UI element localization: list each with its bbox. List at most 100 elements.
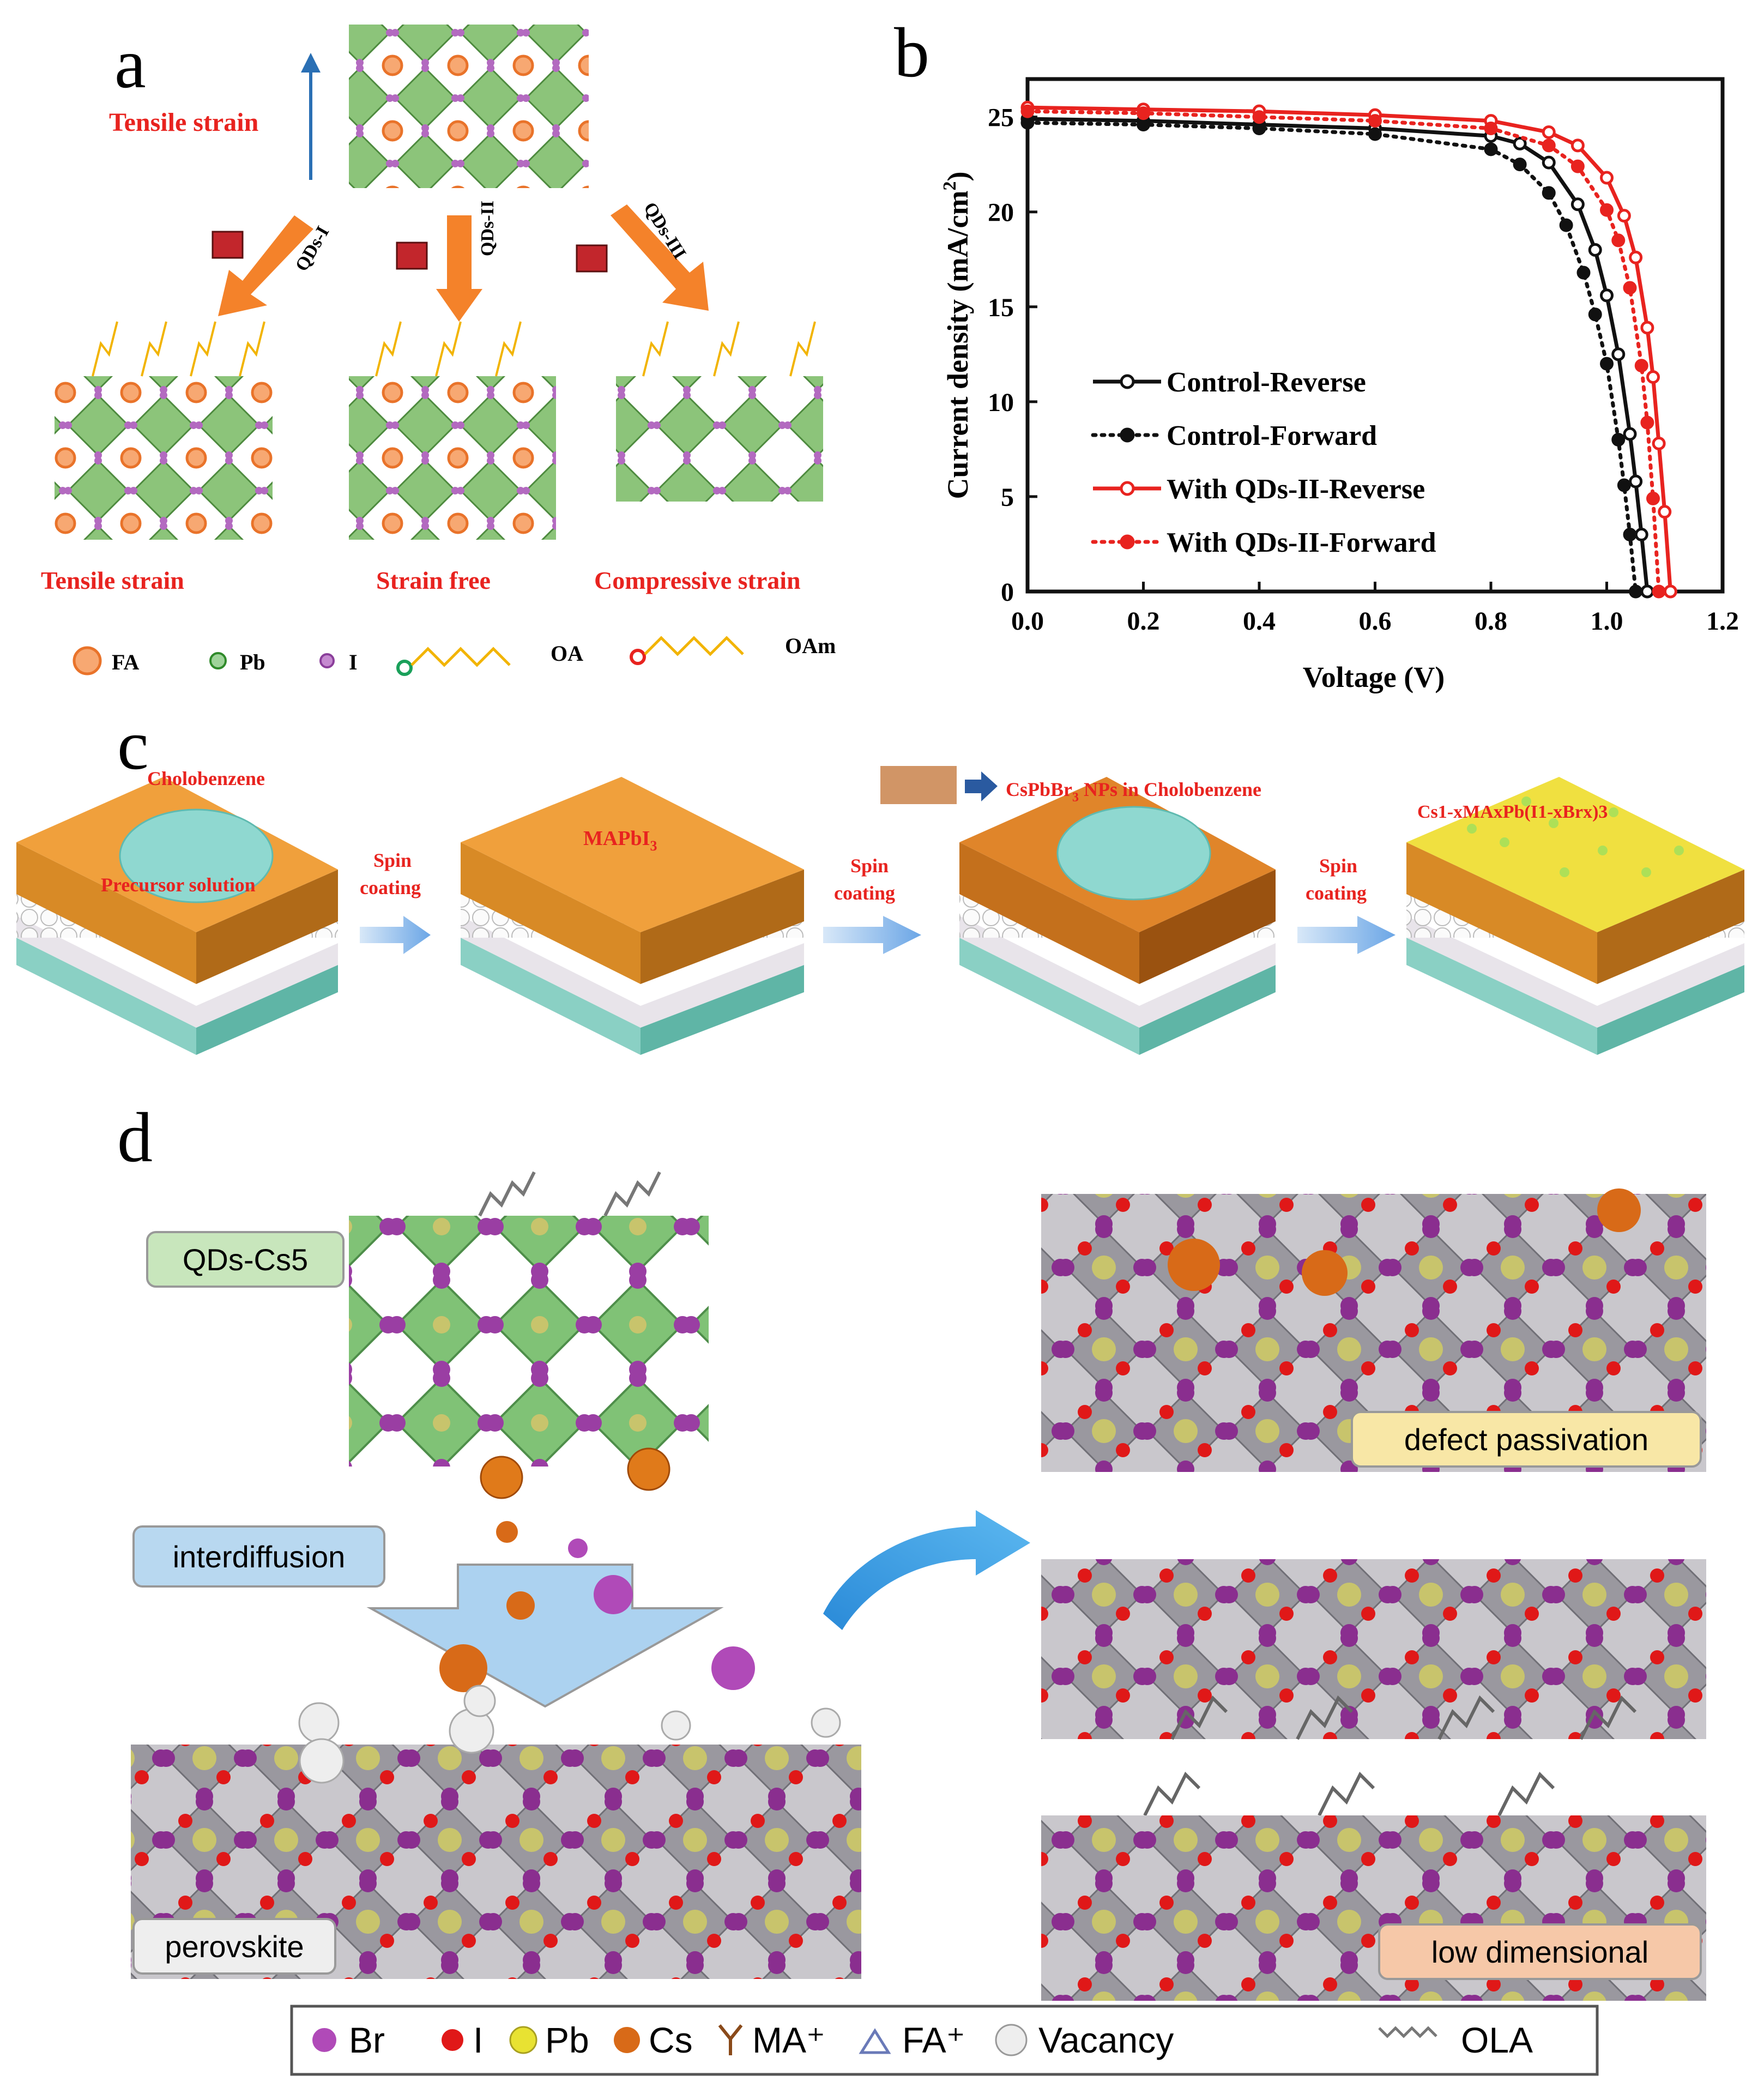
bottom-label-compressive: Compressive strain	[594, 566, 801, 594]
series-marker-4	[1646, 491, 1660, 505]
series-marker-1	[1611, 347, 1626, 361]
spin-label-3b: coating	[1306, 882, 1367, 904]
diffusing-br-2	[711, 1646, 755, 1690]
plot-frame	[1025, 77, 1725, 594]
legend-marker-4	[1120, 534, 1135, 550]
series-marker-4	[1484, 122, 1498, 136]
series-marker-1	[1600, 288, 1614, 303]
legend-marker-1	[1120, 374, 1135, 389]
series-marker-4	[1570, 159, 1585, 173]
qds-ligands	[478, 1171, 661, 1217]
device-2: MAPbI3	[461, 777, 804, 1055]
defect-badge	[1351, 1411, 1702, 1468]
spin-label-2b: coating	[834, 882, 895, 904]
panel-label-c: c	[117, 706, 149, 784]
series-marker-2	[1600, 357, 1614, 371]
interdiffusion-badge	[132, 1525, 385, 1588]
passivating-cs-2	[1302, 1250, 1348, 1296]
x-tick-label: 0.2	[1127, 607, 1160, 636]
diffusing-cs-2	[506, 1591, 535, 1620]
qd-cube-1	[212, 231, 244, 259]
series-marker-3	[1658, 505, 1672, 519]
y-tick-label: 10	[988, 388, 1014, 417]
legend-oam-icon	[630, 649, 646, 665]
series-line-3	[1027, 105, 1672, 592]
x-tick-label: 0.8	[1475, 607, 1507, 636]
ligands-tensile	[92, 321, 265, 377]
vacancy-4	[463, 1685, 496, 1717]
ligands-compressive	[642, 321, 816, 377]
nps-icon	[880, 766, 957, 804]
bottom-label-tensile: Tensile strain	[41, 566, 184, 594]
series-marker-4	[1542, 138, 1556, 153]
series-marker-2	[1020, 116, 1035, 130]
x-axis-label: Voltage (V)	[1303, 661, 1445, 693]
series-marker-2	[1576, 265, 1591, 280]
legend-i-icon-d	[442, 2029, 463, 2051]
series-marker-4	[1600, 203, 1614, 217]
cs-ion-1	[480, 1456, 523, 1499]
spin-label-1a: Spin	[373, 849, 412, 871]
series-marker-2	[1137, 118, 1150, 132]
series-marker-1	[1588, 243, 1602, 257]
series-marker-4	[1634, 359, 1648, 373]
legend-fa: FA	[112, 650, 139, 674]
qd-cube-2	[396, 242, 428, 270]
lowdim-label: low dimensional	[1431, 1935, 1648, 1969]
series-marker-3	[1617, 209, 1631, 223]
spin-arrow-1	[360, 916, 431, 954]
series-marker-3	[1570, 138, 1585, 153]
legend-oa-chain	[410, 647, 511, 667]
series-marker-3	[1629, 250, 1643, 264]
diffusing-br-3	[568, 1538, 588, 1558]
legend-i-icon	[319, 653, 335, 668]
legend-fa-icon-d	[859, 2028, 891, 2054]
passivating-cs-1	[1168, 1239, 1220, 1291]
qd-cube-3	[576, 244, 608, 273]
x-tick-label: 1.0	[1591, 607, 1623, 636]
device-3: CsPbBr3 NPs in Cholobenzene	[880, 766, 1276, 1055]
x-tick-label: 1.2	[1706, 607, 1739, 636]
lattice-compressive	[616, 376, 823, 502]
x-tick-label: 0.6	[1359, 607, 1392, 636]
series-marker-1	[1640, 584, 1654, 599]
lattice-tensile-fa	[55, 376, 273, 540]
series-marker-1	[1542, 155, 1556, 170]
vacancy-1	[298, 1702, 340, 1743]
series-marker-2	[1623, 528, 1637, 542]
passivating-cs-3	[1597, 1188, 1641, 1232]
series-marker-3	[1542, 125, 1556, 139]
legend-vacancy-icon	[995, 2024, 1028, 2056]
qds-cs5-badge	[146, 1231, 345, 1288]
legend-oam-chain	[644, 636, 744, 656]
series-marker-4	[1020, 104, 1035, 118]
series-marker-2	[1611, 432, 1626, 446]
legend-marker-2	[1120, 427, 1135, 443]
series-marker-2	[1588, 307, 1602, 322]
spin-arrow-3	[1297, 916, 1396, 954]
arrow-qds-i	[218, 215, 313, 316]
device-1: Cholobenzene Precursor solution	[16, 768, 338, 1055]
legend-fa-icon	[73, 646, 102, 675]
interdiffusion-label: interdiffusion	[173, 1540, 346, 1574]
y-tick-label: 25	[988, 104, 1014, 132]
y-tick-label: 20	[988, 198, 1014, 227]
series-marker-3	[1652, 436, 1666, 450]
legend-pb-icon-d	[509, 2026, 537, 2054]
legend-pb-icon	[209, 652, 227, 669]
series-marker-1	[1570, 197, 1585, 212]
series-marker-4	[1652, 584, 1666, 599]
legend-pb-d: Pb	[545, 2020, 589, 2060]
arrow-qds-ii-head	[436, 289, 482, 322]
legend-ma-icon	[718, 2024, 743, 2055]
diffusing-cs-3	[496, 1521, 518, 1543]
y-tick-label: 15	[988, 293, 1014, 322]
diffusing-cs-1	[439, 1644, 487, 1692]
series-marker-2	[1542, 186, 1556, 200]
series-marker-2	[1617, 478, 1631, 492]
step1-bottom-label: Precursor solution	[101, 874, 256, 896]
legend-pb: Pb	[240, 650, 265, 674]
series-line-4	[1025, 109, 1661, 594]
